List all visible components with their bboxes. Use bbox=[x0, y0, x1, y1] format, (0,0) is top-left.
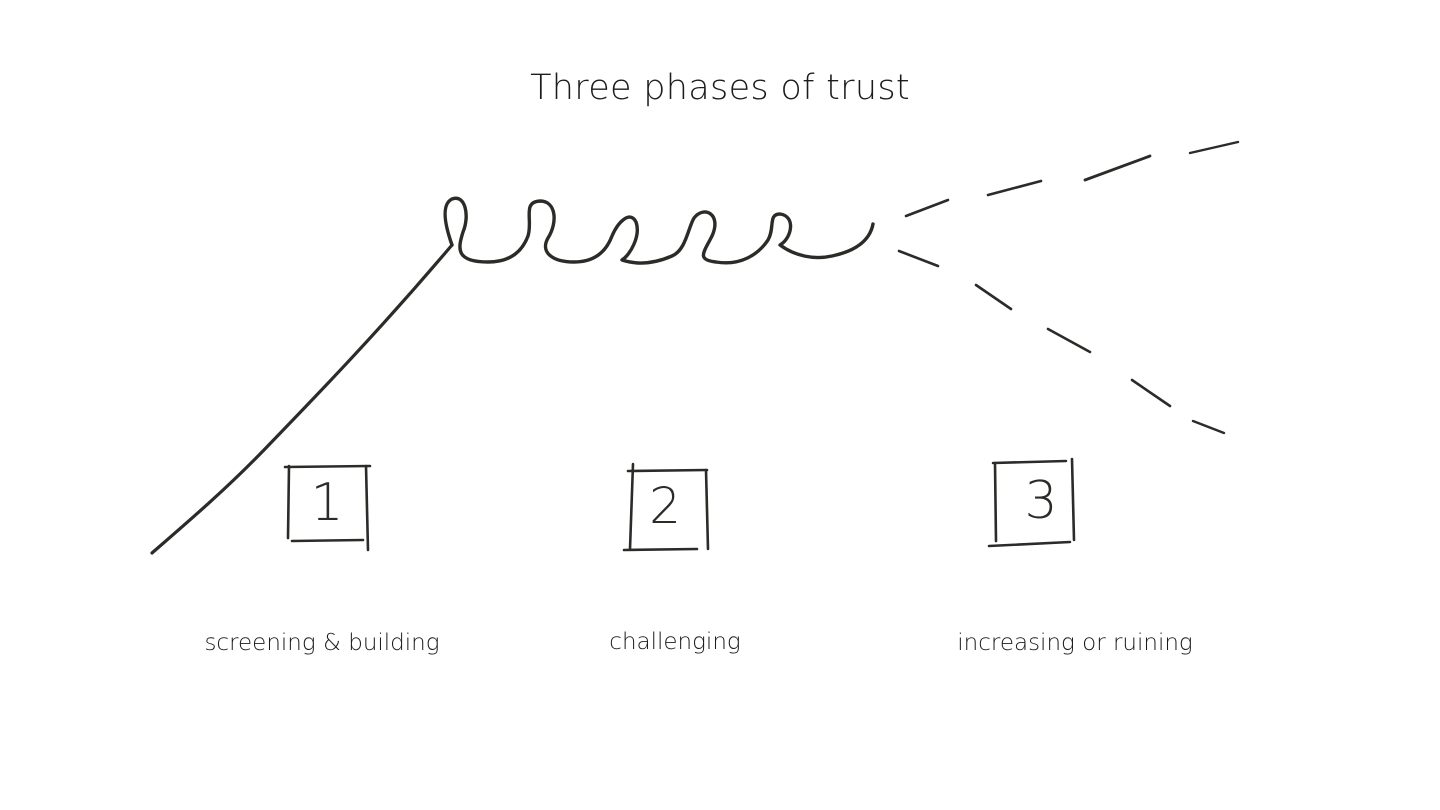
increasing-dashed-branch bbox=[904, 140, 1240, 218]
slide-title: Three phases of trust bbox=[530, 68, 910, 108]
phase-2-number-box: 2 bbox=[622, 462, 710, 552]
phase-3-label: increasing or ruining bbox=[957, 630, 1193, 656]
phase-1-number-box: 1 bbox=[283, 464, 372, 552]
phase-1-label: screening & building bbox=[204, 630, 440, 656]
phase-2-number: 2 bbox=[649, 477, 681, 535]
phase-1-number: 1 bbox=[310, 473, 343, 533]
ruining-dashed-branch bbox=[897, 249, 1226, 435]
phase-3-number: 3 bbox=[1024, 471, 1057, 531]
loop-coil-line bbox=[443, 196, 875, 265]
phase-2-label: challenging bbox=[609, 629, 741, 655]
phase-3-number-box: 3 bbox=[987, 457, 1076, 548]
rising-trust-line bbox=[150, 243, 454, 555]
